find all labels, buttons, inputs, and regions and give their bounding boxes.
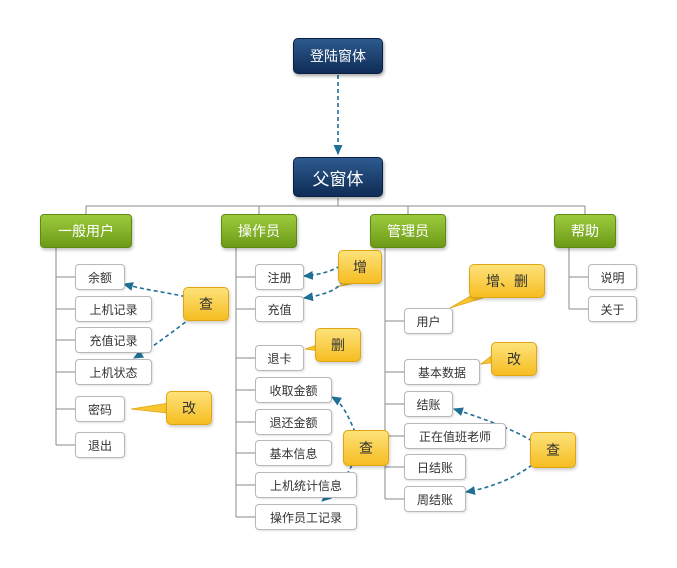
leaf-login-record: 上机记录: [75, 296, 152, 322]
arrow-add-register: [302, 265, 341, 280]
leaf-basic-data: 基本数据: [404, 359, 480, 385]
callout-query-user: 查: [183, 287, 229, 321]
arrow-add-recharge: [302, 280, 344, 302]
callout-query-operator: 查: [343, 430, 389, 466]
callout-add-register: 增: [338, 250, 382, 284]
parent-form-node: 父窗体: [293, 157, 383, 197]
leaf-login-stats: 上机统计信息: [255, 472, 357, 498]
leaf-teacher-on-duty: 正在值班老师: [404, 423, 506, 449]
leaf-checkout: 结账: [404, 391, 453, 417]
branch-help: 帮助: [554, 214, 616, 248]
callout-modify-password: 改: [166, 391, 212, 425]
callout-modify-data: 改: [491, 342, 537, 376]
leaf-refund-amount: 退还金额: [255, 409, 332, 435]
leaf-register: 注册: [255, 264, 304, 290]
leaf-users: 用户: [404, 308, 453, 334]
leaf-daily-checkout: 日结账: [404, 454, 466, 480]
leaf-recharge-record: 充值记录: [75, 327, 152, 353]
leaf-password: 密码: [75, 396, 125, 422]
arrow-query-collect: [331, 396, 356, 433]
callout-add-delete-user: 增、删: [469, 264, 545, 298]
callout-delete-card: 删: [315, 328, 361, 362]
branch-operator: 操作员: [221, 214, 297, 248]
leaf-recharge: 充值: [255, 296, 304, 322]
tail-modify-password: [130, 402, 170, 414]
login-form-node: 登陆窗体: [293, 38, 383, 74]
leaf-exit: 退出: [75, 432, 125, 458]
leaf-card-return: 退卡: [255, 345, 304, 371]
leaf-weekly-checkout: 周结账: [404, 486, 466, 512]
leaf-login-status: 上机状态: [75, 359, 152, 385]
arrow-query-weekly: [464, 464, 533, 495]
leaf-basic-info: 基本信息: [255, 440, 332, 466]
leaf-collect-amount: 收取金额: [255, 377, 332, 403]
leaf-operator-record: 操作员工记录: [255, 504, 357, 530]
callout-query-admin: 查: [530, 432, 576, 468]
leaf-instructions: 说明: [588, 264, 637, 290]
leaf-balance: 余额: [75, 264, 125, 290]
arrow-query-status: [133, 317, 192, 359]
branch-admin: 管理员: [370, 214, 446, 248]
branch-general-user: 一般用户: [40, 214, 132, 248]
leaf-about: 关于: [588, 296, 637, 322]
